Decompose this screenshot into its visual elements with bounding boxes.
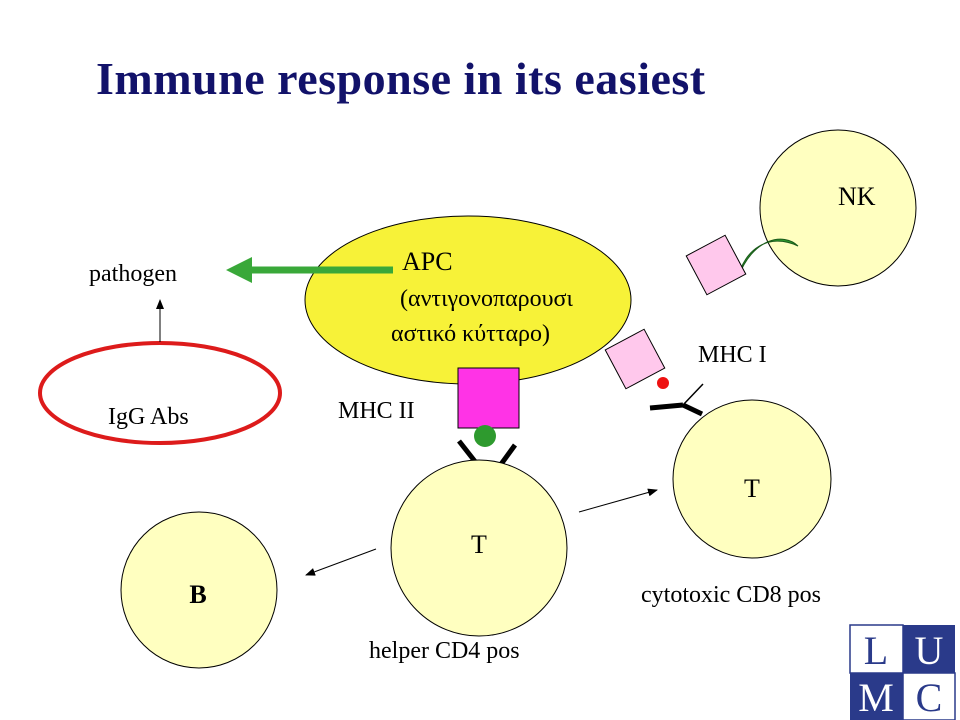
apc-label-3: αστικό κύτταρο) [391,321,550,347]
apc-label-1: APC [402,247,453,276]
apc-label-2: (αντιγονοπαρουσι [400,286,573,312]
logo-letter-m: M [858,675,894,720]
logo-letter-u: U [915,628,944,673]
igg-label: IgG Abs [108,404,189,430]
mhc2-label: MHC II [338,398,415,424]
t-cytotoxic-label: T [744,474,760,503]
b-cell-label: B [189,580,206,609]
b-cell [120,511,278,669]
mhc1-molecule [604,328,666,390]
mhc1-label: MHC I [698,342,767,368]
nk-label: NK [838,182,876,211]
green-peptide [474,425,496,447]
mhc1-nk-molecule [685,234,747,296]
helper-caption: helper CD4 pos [369,638,520,664]
logo-letter-l: L [864,628,888,673]
arrow-t-to-b [305,548,377,576]
slide-title: Immune response in its easiest [96,53,706,104]
t-helper-label: T [471,530,487,559]
lumc-logo: L U M C [849,624,956,720]
pathogen-label: pathogen [89,261,177,287]
arrow-t-to-cytotoxic [578,488,658,513]
mhc2-molecule [457,367,520,429]
red-peptide [657,377,669,389]
logo-letter-c: C [916,675,943,720]
cytotoxic-caption: cytotoxic CD8 pos [641,582,821,608]
t-cytotoxic-cell [672,399,832,559]
t-helper-cell [390,459,568,637]
arrow-apc-to-pathogen [226,257,393,283]
nk-receptor [737,238,799,279]
nk-cell [759,129,917,287]
igg-ring [38,341,282,445]
tcr-cytotoxic [649,383,704,417]
